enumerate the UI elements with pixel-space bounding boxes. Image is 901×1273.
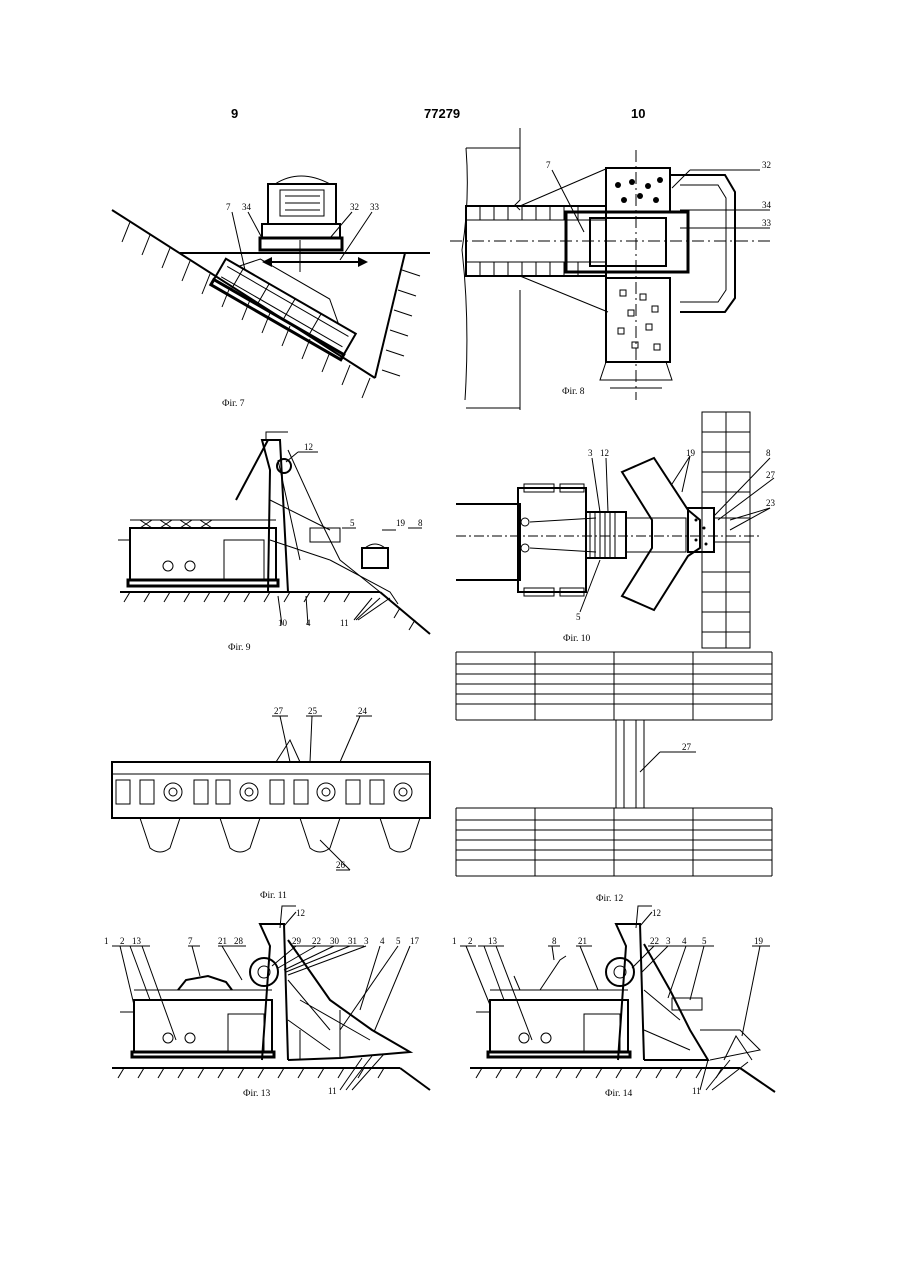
label-33: 33 xyxy=(370,202,380,212)
label-17: 17 xyxy=(410,936,420,946)
figure-13: 1 2 13 7 21 28 29 22 30 31 3 4 5 17 12 1… xyxy=(104,906,430,1099)
label-8: 8 xyxy=(418,518,423,528)
label-3: 3 xyxy=(588,448,593,458)
label-21: 21 xyxy=(218,936,227,946)
label-19: 19 xyxy=(754,936,764,946)
label-7: 7 xyxy=(188,936,193,946)
label-8: 8 xyxy=(552,936,557,946)
label-32: 32 xyxy=(350,202,359,212)
label-21: 21 xyxy=(578,936,587,946)
label-1: 1 xyxy=(452,936,457,946)
label-28: 28 xyxy=(234,936,244,946)
label-27: 27 xyxy=(274,706,284,716)
label-5: 5 xyxy=(702,936,707,946)
figure-9: 12 5 19 8 10 4 11 Фіг. 9 xyxy=(118,432,430,653)
caption-fig10: Фіг. 10 xyxy=(563,634,590,644)
caption-fig14: Фіг. 14 xyxy=(605,1089,632,1099)
figure-12: 27 Фіг. 12 xyxy=(456,652,772,904)
figure-10: 3 12 19 8 27 23 5 Фіг. 10 xyxy=(456,412,776,648)
label-24: 24 xyxy=(358,706,368,716)
label-12: 12 xyxy=(600,448,609,458)
label-10: 10 xyxy=(278,618,288,628)
label-22: 22 xyxy=(650,936,659,946)
label-19: 19 xyxy=(686,448,696,458)
label-12: 12 xyxy=(652,908,661,918)
label-34: 34 xyxy=(762,200,772,210)
caption-fig8: Фіг. 8 xyxy=(562,387,585,397)
label-4: 4 xyxy=(682,936,687,946)
label-8: 8 xyxy=(766,448,771,458)
label-13: 13 xyxy=(132,936,142,946)
caption-fig11: Фіг. 11 xyxy=(260,891,287,901)
label-5: 5 xyxy=(396,936,401,946)
label-7: 7 xyxy=(546,160,551,170)
figure-14: 1 2 13 8 21 22 3 4 5 19 12 11 Фіг. 14 xyxy=(452,906,775,1099)
label-5: 5 xyxy=(350,518,355,528)
label-2: 2 xyxy=(468,936,473,946)
label-29: 29 xyxy=(292,936,302,946)
label-33: 33 xyxy=(762,218,772,228)
figure-11: 27 25 24 26 Фіг. 11 xyxy=(112,706,430,901)
caption-fig12: Фіг. 12 xyxy=(596,894,623,904)
label-13: 13 xyxy=(488,936,498,946)
label-32: 32 xyxy=(762,160,771,170)
label-12: 12 xyxy=(304,442,313,452)
label-31: 31 xyxy=(348,936,357,946)
label-19: 19 xyxy=(396,518,406,528)
figure-7: 7 34 32 33 Фіг. 7 xyxy=(112,176,430,409)
label-27: 27 xyxy=(766,470,776,480)
label-22: 22 xyxy=(312,936,321,946)
caption-fig9: Фіг. 9 xyxy=(228,643,251,653)
label-3: 3 xyxy=(666,936,671,946)
figure-8: 7 32 34 33 Фіг. 8 xyxy=(450,128,772,410)
label-12: 12 xyxy=(296,908,305,918)
label-11: 11 xyxy=(328,1086,337,1096)
label-23: 23 xyxy=(766,498,776,508)
label-7: 7 xyxy=(226,202,231,212)
label-2: 2 xyxy=(120,936,125,946)
label-4: 4 xyxy=(380,936,385,946)
label-1: 1 xyxy=(104,936,109,946)
caption-fig7: Фіг. 7 xyxy=(222,399,245,409)
label-5: 5 xyxy=(576,612,581,622)
label-34: 34 xyxy=(242,202,252,212)
label-11: 11 xyxy=(340,618,349,628)
label-30: 30 xyxy=(330,936,340,946)
label-11: 11 xyxy=(692,1086,701,1096)
label-26: 26 xyxy=(336,860,346,870)
caption-fig13: Фіг. 13 xyxy=(243,1089,270,1099)
label-25: 25 xyxy=(308,706,318,716)
label-4: 4 xyxy=(306,618,311,628)
label-3: 3 xyxy=(364,936,369,946)
label-27: 27 xyxy=(682,742,692,752)
